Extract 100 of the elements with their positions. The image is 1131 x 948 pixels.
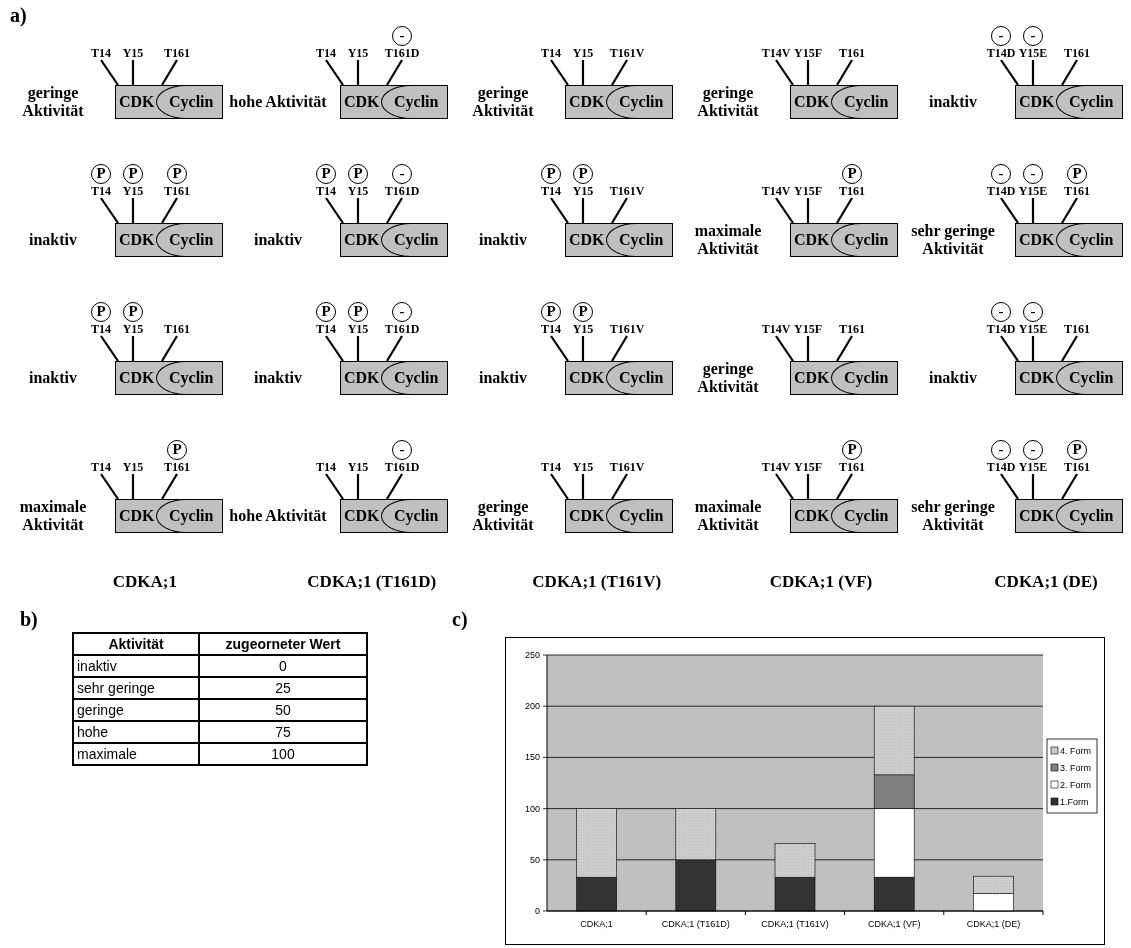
modification-circle: - — [392, 440, 412, 460]
protein-label: CDK — [344, 369, 380, 387]
protein-label: CDK — [1019, 507, 1055, 525]
protein-complex-box — [1015, 499, 1123, 533]
tick-label: 150 — [524, 752, 540, 763]
connector-line — [1000, 473, 1019, 500]
table-cell: 50 — [199, 699, 367, 721]
column-title: CDKA;1 (T161D) — [307, 572, 437, 592]
tick-label: 250 — [524, 650, 540, 660]
protein-complex-box — [340, 361, 448, 395]
protein-label: CDK — [794, 369, 830, 387]
connector-line — [161, 473, 178, 500]
connector-line — [611, 473, 628, 500]
panel-label: a) — [10, 4, 27, 27]
protein-label: CDK — [794, 93, 830, 111]
modification-circle: P — [167, 164, 187, 184]
protein-complex-box — [115, 361, 223, 395]
connector-line — [100, 335, 119, 362]
modification-circle: P — [316, 302, 336, 322]
site-label: Y15 — [572, 47, 594, 60]
site-label: Y15 — [347, 47, 369, 60]
connector-line — [161, 59, 178, 86]
protein-complex-box — [565, 361, 673, 395]
site-label: T14 — [541, 461, 561, 474]
modification-circle: - — [1023, 440, 1043, 460]
legend-label: 2. Form — [1060, 780, 1091, 790]
table-cell: hohe — [73, 721, 199, 743]
protein-label: CDK — [569, 507, 605, 525]
category-label: CDKA;1 (VF) — [867, 919, 921, 929]
connector-line — [611, 59, 628, 86]
site-label: Y15F — [794, 185, 822, 198]
table-cell: 0 — [199, 655, 367, 677]
connector-line — [581, 60, 585, 85]
site-label: T14 — [316, 323, 336, 336]
connector-line — [1031, 60, 1035, 85]
connector-line — [550, 335, 569, 362]
connector-line — [386, 59, 403, 86]
category-label: CDKA;1 — [580, 919, 613, 929]
connector-line — [806, 60, 810, 85]
connector-line — [100, 59, 119, 86]
site-label: T161D — [384, 461, 420, 474]
panel-label: c) — [452, 608, 468, 631]
table-header: Aktivität — [73, 633, 199, 655]
site-label: T161V — [609, 461, 645, 474]
activity-label: inaktiv — [478, 369, 528, 387]
connector-line — [775, 59, 794, 86]
modification-circle: - — [991, 302, 1011, 322]
table-cell: geringe — [73, 699, 199, 721]
activity-label: sehr geringe Aktivität — [910, 498, 996, 534]
connector-line — [356, 60, 360, 85]
connector-line — [836, 335, 853, 362]
activity-label: hohe Aktivität — [228, 507, 328, 525]
tick-label: 0 — [535, 906, 540, 916]
activity-label: inaktiv — [478, 231, 528, 249]
site-label: Y15 — [347, 461, 369, 474]
site-label: Y15F — [794, 323, 822, 336]
connector-line — [775, 197, 794, 224]
connector-line — [775, 335, 794, 362]
table-cell: 100 — [199, 743, 367, 765]
category-label: CDKA;1 (T161D) — [661, 919, 730, 929]
site-label: T14V — [761, 47, 791, 60]
connector-line — [1061, 335, 1078, 362]
activity-label: sehr geringe Aktivität — [910, 222, 996, 258]
table-cell: maximale — [73, 743, 199, 765]
protein-complex-box — [790, 499, 898, 533]
site-label: Y15 — [572, 461, 594, 474]
protein-complex-box — [340, 499, 448, 533]
modification-circle: - — [392, 164, 412, 184]
site-label: Y15 — [572, 185, 594, 198]
site-label: Y15E — [1018, 461, 1048, 474]
protein-complex-box — [115, 499, 223, 533]
connector-line — [325, 473, 344, 500]
modification-circle: - — [1023, 164, 1043, 184]
protein-label: CDK — [1019, 369, 1055, 387]
site-label: T14 — [316, 461, 336, 474]
activity-label: geringe Aktivität — [696, 84, 760, 120]
connector-line — [581, 474, 585, 499]
connector-line — [806, 198, 810, 223]
connector-line — [1000, 59, 1019, 86]
modification-circle: - — [991, 26, 1011, 46]
site-label: T14 — [91, 47, 111, 60]
connector-line — [386, 473, 403, 500]
modification-circle: P — [573, 164, 593, 184]
site-label: T14 — [316, 185, 336, 198]
connector-line — [356, 198, 360, 223]
activity-label: inaktiv — [928, 93, 978, 111]
activity-label: geringe Aktivität — [696, 360, 760, 396]
site-label: Y15 — [347, 185, 369, 198]
site-label: Y15 — [122, 323, 144, 336]
panel-label: b) — [20, 608, 38, 631]
site-label: T161V — [609, 47, 645, 60]
tick-label: 50 — [530, 854, 540, 865]
connector-line — [161, 335, 178, 362]
protein-label: CDK — [1019, 93, 1055, 111]
modification-circle: P — [842, 440, 862, 460]
category-label: CDKA;1 (DE) — [966, 919, 1021, 929]
protein-label: CDK — [794, 231, 830, 249]
connector-line — [1000, 335, 1019, 362]
site-label: Y15 — [122, 461, 144, 474]
site-label: T161 — [164, 323, 190, 336]
